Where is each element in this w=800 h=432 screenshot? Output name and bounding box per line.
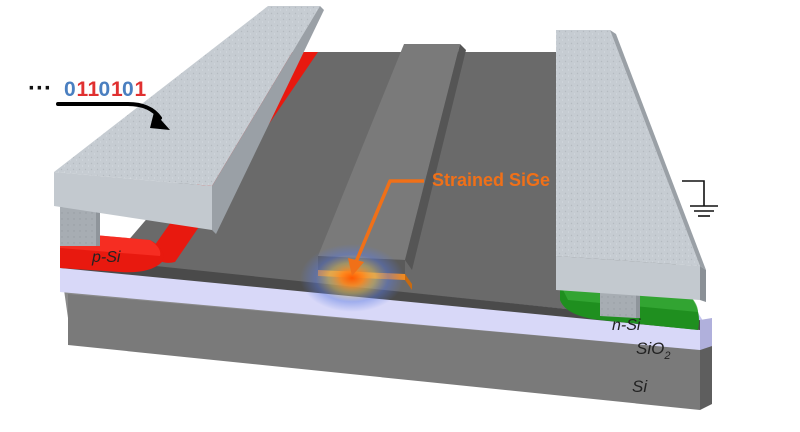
si-label: Si (632, 377, 648, 396)
strained-pointer-arrow (348, 179, 424, 276)
bit-digit: 0 (99, 78, 111, 101)
bitstream-prefix: ··· (28, 75, 52, 102)
left-electrode (54, 6, 324, 246)
bit-digit: 1 (135, 78, 147, 101)
sio2-label-main: SiO (636, 339, 664, 358)
excitation-glow (300, 244, 404, 312)
ground-icon (682, 180, 718, 217)
arrow-icon (56, 102, 170, 130)
bit-digit: 1 (111, 78, 123, 101)
bit-digit: 1 (88, 78, 100, 101)
sio2-label: SiO2 (636, 339, 670, 362)
bit-digit: 1 (77, 78, 89, 101)
n-si-label: n-Si (612, 317, 641, 334)
bit-digit: 0 (64, 78, 76, 101)
p-si-label: p-Si (91, 249, 121, 266)
sio2-label-sub: 2 (663, 350, 670, 362)
right-electrode (556, 30, 706, 318)
bit-digit: 0 (122, 78, 134, 101)
strained-sige-label: Strained SiGe (432, 170, 550, 190)
